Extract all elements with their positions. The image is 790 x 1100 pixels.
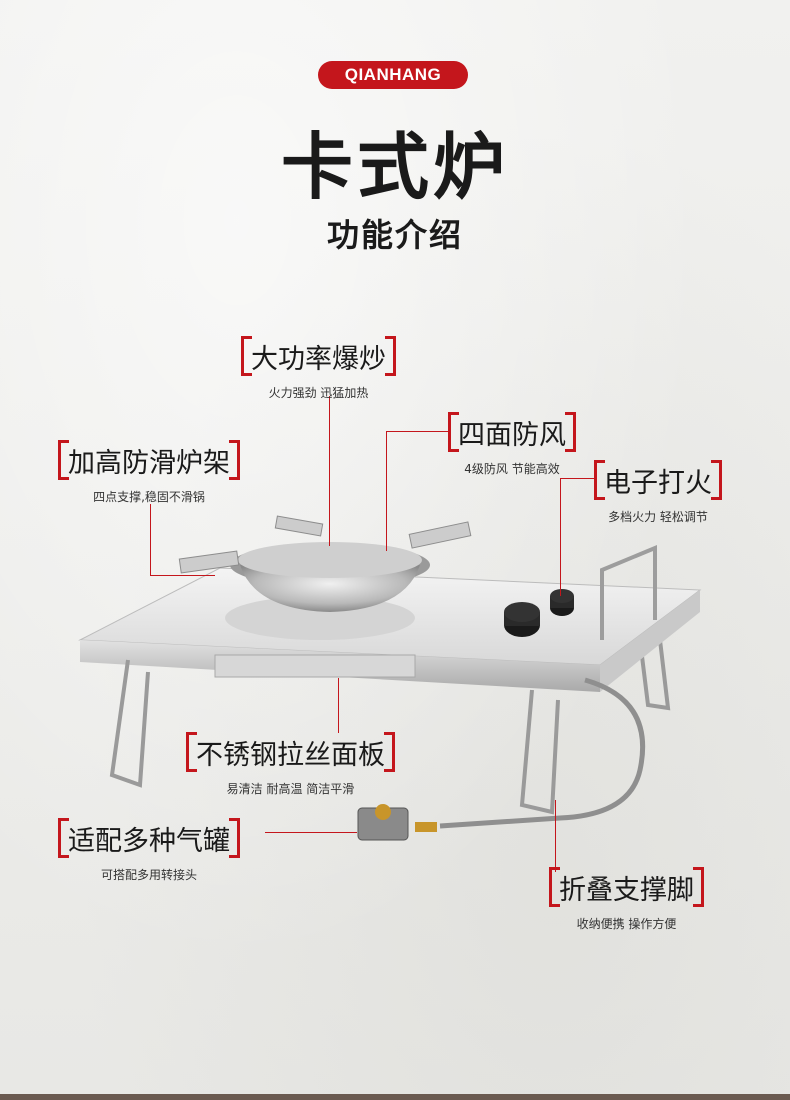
- feature-desc: 易清洁 耐高温 简洁平滑: [226, 782, 355, 796]
- feature-label: 加高防滑炉架: [58, 440, 240, 480]
- feature-desc: 火力强劲 迅猛加热: [268, 386, 369, 400]
- page-subtitle: 功能介绍: [326, 216, 463, 254]
- feature-label: 不锈钢拉丝面板: [186, 732, 395, 772]
- feature-steel-panel: 不锈钢拉丝面板 易清洁 耐高温 简洁平滑: [186, 732, 395, 797]
- feature-folding-legs: 折叠支撑脚 收纳便携 操作方便: [549, 867, 704, 932]
- leader-line: [555, 800, 556, 872]
- feature-label: 电子打火: [594, 460, 722, 500]
- leader-line: [329, 396, 330, 546]
- leader-line: [560, 478, 596, 479]
- feature-desc: 多档火力 轻松调节: [608, 510, 708, 524]
- feature-windproof: 四面防风 4级防风 节能高效: [448, 412, 576, 477]
- leader-line: [150, 575, 215, 576]
- leader-line: [560, 478, 561, 596]
- feature-label: 大功率爆炒: [241, 336, 396, 376]
- page-title: 卡式炉: [280, 125, 509, 209]
- feature-raised-rack: 加高防滑炉架 四点支撑,稳固不滑锅: [58, 440, 240, 505]
- brand-badge: QIANHANG: [318, 61, 468, 89]
- feature-gas-adapter: 适配多种气罐 可搭配多用转接头: [58, 818, 240, 883]
- leader-line: [150, 504, 151, 576]
- feature-desc: 收纳便携 操作方便: [576, 917, 677, 931]
- feature-desc: 可搭配多用转接头: [100, 868, 197, 882]
- leader-line: [265, 832, 357, 833]
- leader-line: [386, 431, 387, 551]
- feature-label: 适配多种气罐: [58, 818, 240, 858]
- floor-strip: [0, 1094, 790, 1100]
- feature-high-power: 大功率爆炒 火力强劲 迅猛加热: [241, 336, 396, 401]
- leader-line: [386, 431, 450, 432]
- feature-electronic-ignition: 电子打火 多档火力 轻松调节: [594, 460, 722, 525]
- feature-label: 折叠支撑脚: [549, 867, 704, 907]
- leader-line: [338, 678, 339, 733]
- feature-desc: 4级防风 节能高效: [464, 462, 560, 476]
- feature-label: 四面防风: [448, 412, 576, 452]
- feature-desc: 四点支撑,稳固不滑锅: [93, 490, 205, 504]
